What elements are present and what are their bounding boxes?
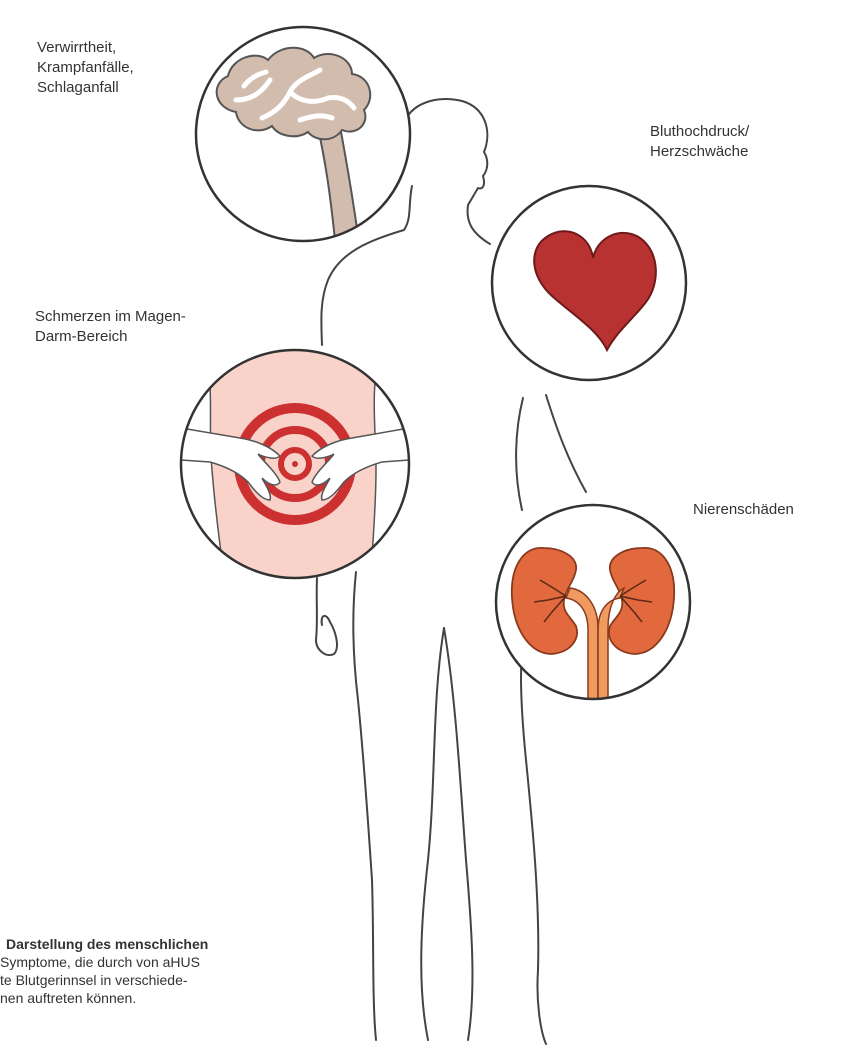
abdomen-target-icon (181, 350, 409, 590)
caption-line-4: nen auftreten können. (0, 989, 300, 1007)
label-brain-symptoms: Verwirrtheit, Krampfanfälle, Schlaganfal… (37, 38, 134, 98)
label-abdomen-symptoms: Schmerzen im Magen- Darm-Bereich (35, 307, 186, 347)
caption-line-3: te Blutgerinnsel in verschiede- (0, 971, 300, 989)
caption-line-2: Symptome, die durch von aHUS (0, 953, 300, 971)
label-heart-symptoms: Bluthochdruck/ Herzschwäche (650, 122, 749, 162)
caption-line-1: Darstellung des menschlichen (0, 935, 300, 953)
brain-icon (196, 27, 410, 250)
label-kidney-symptoms: Nierenschäden (693, 500, 794, 520)
heart-icon (492, 186, 686, 380)
kidneys-icon (496, 505, 690, 720)
figure-caption: Darstellung des menschlichen Symptome, d… (0, 935, 300, 1007)
